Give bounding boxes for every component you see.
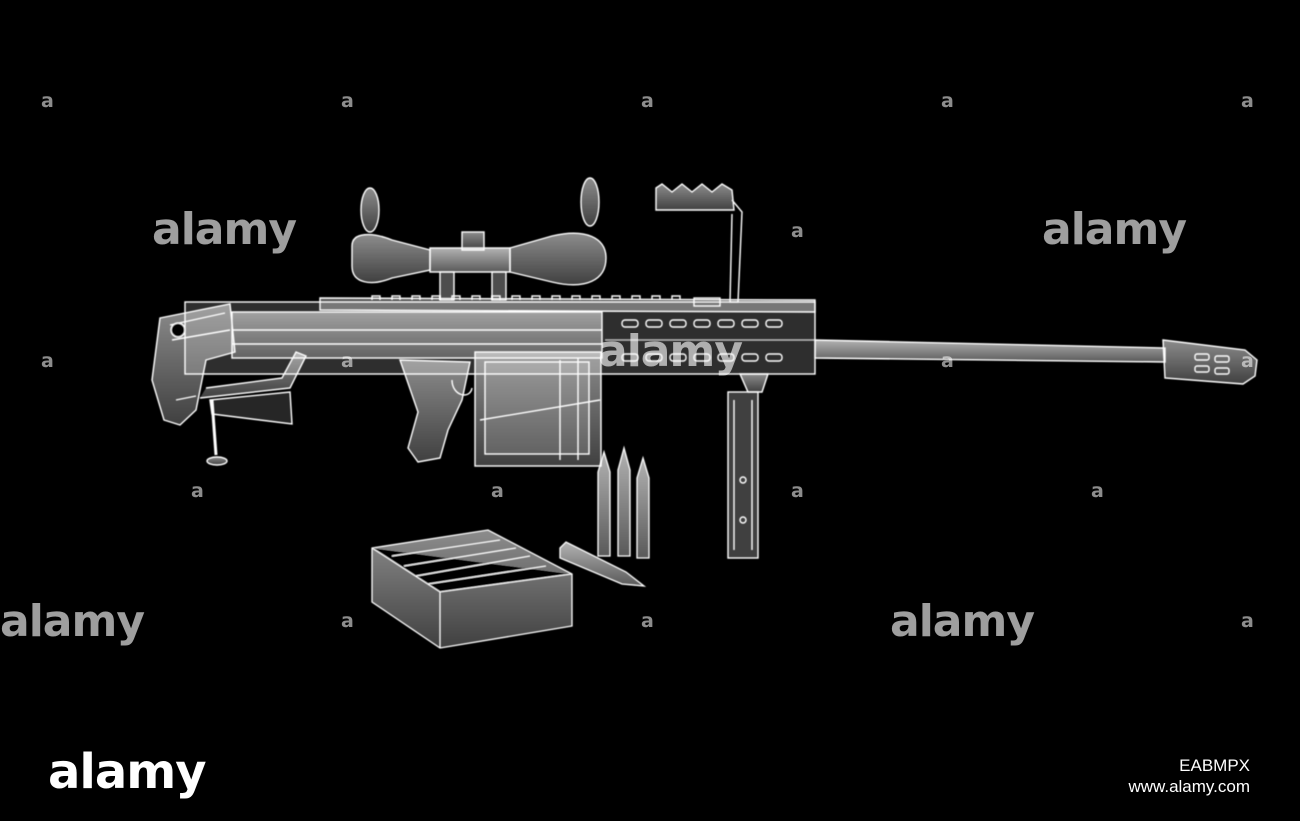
ammunition [559,445,650,587]
image-id-label: EABMPX [1179,756,1250,775]
cartridge-lying [559,541,647,587]
spare-magazine [371,529,573,649]
bipod-leg [727,373,769,559]
rifle-barrel [814,339,1258,385]
cartridge [636,455,650,559]
carry-handle [655,183,743,307]
rifle-receiver [184,295,816,375]
magazine-inserted [474,351,602,467]
pistol-grip [399,359,473,463]
site-url-label: www.alamy.com [1128,777,1250,796]
handguard-vents [621,319,783,362]
rifle [151,183,1258,559]
footer-logo: alamy [48,744,207,800]
scope [351,177,607,301]
cartridge [597,449,611,557]
cartridge [617,445,631,557]
